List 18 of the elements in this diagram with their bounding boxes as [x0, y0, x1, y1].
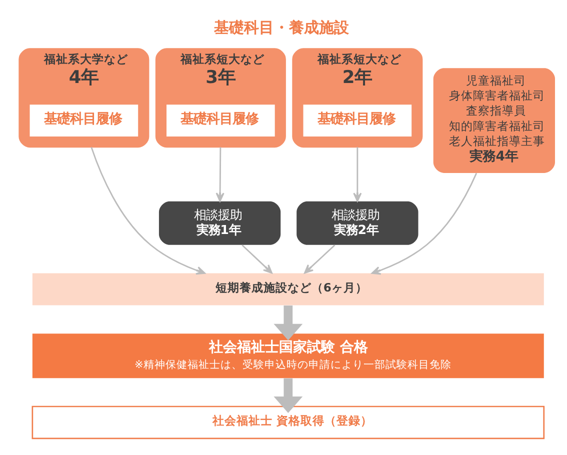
node-box: 相談援助 実務1年 — [158, 200, 281, 244]
node-box: 基礎科目履修 — [303, 104, 412, 136]
arrow — [304, 244, 336, 274]
diagram-title: 基礎科目・養成施設 — [214, 18, 350, 36]
arrow — [353, 146, 362, 202]
node-box: 相談援助 実務2年 — [296, 200, 418, 244]
node-box: 基礎科目履修 — [166, 104, 275, 136]
node-box: 基礎科目履修 — [30, 104, 138, 136]
arrow — [274, 305, 303, 340]
arrow — [371, 172, 478, 274]
node-box: 社会福祉士国家試験 合格 ※精神保健福祉士は、受験申込時の申請により一部試験科目免除 — [32, 333, 544, 378]
arrow — [274, 378, 303, 412]
node-box: 社会福祉士 資格取得（登録） — [32, 405, 545, 439]
arrow — [216, 146, 224, 202]
arrow — [90, 146, 206, 274]
node-box: 短期養成施設など（6ヶ月） — [32, 272, 544, 305]
arrow — [242, 244, 272, 274]
node-box: 児童福祉司 身体障害者福祉司 査察指導員 知的障害者福祉司 老人福祉指導主事 実務4年 — [433, 68, 555, 172]
